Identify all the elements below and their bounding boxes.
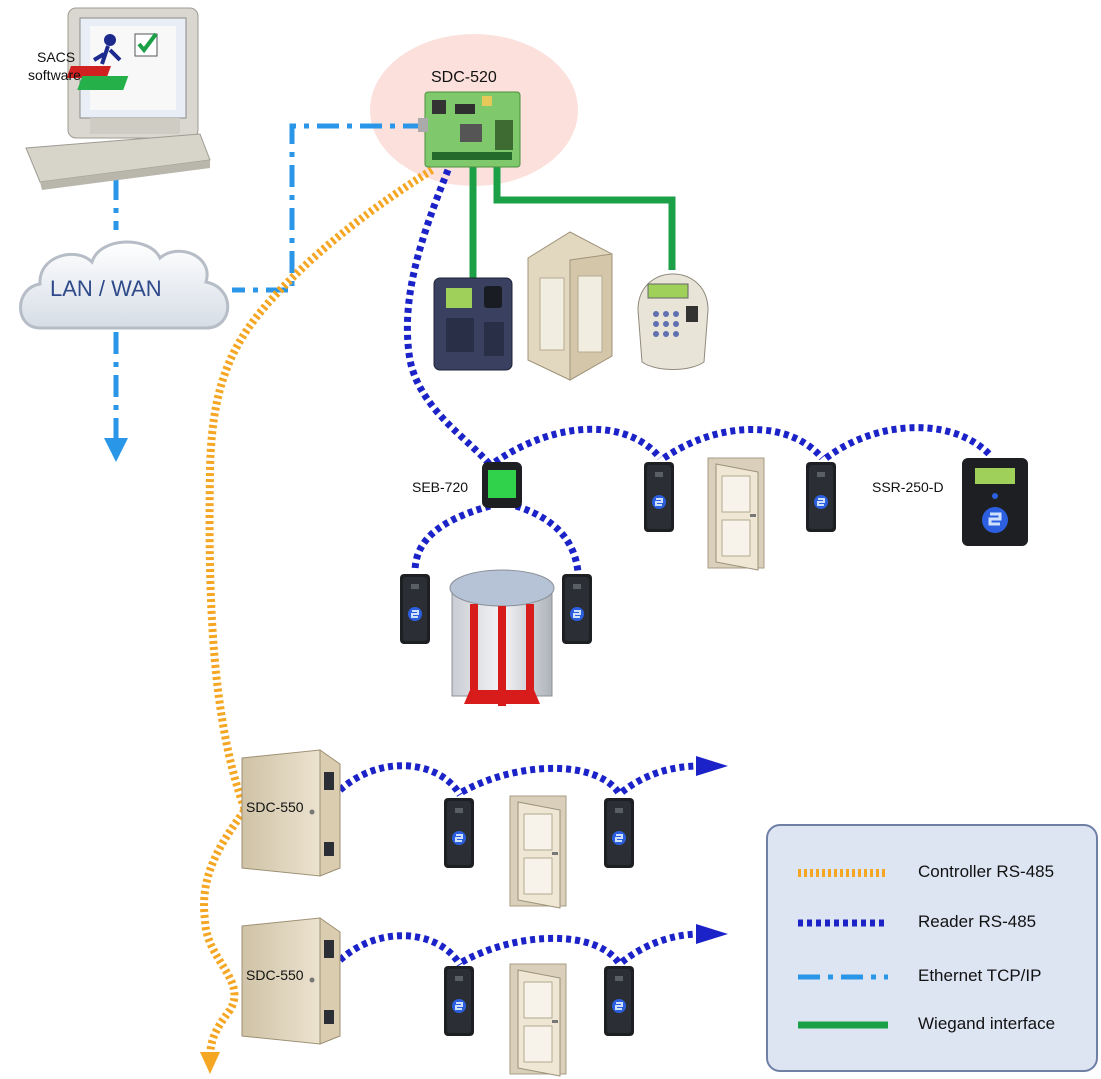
legend-item-reader-rs485: Reader RS-485 bbox=[768, 908, 1096, 938]
software-label-line-1: SACS bbox=[37, 49, 75, 65]
legend-label: Wiegand interface bbox=[918, 1014, 1056, 1033]
card-reader-icon bbox=[805, 461, 837, 533]
fingerprint-terminal-icon bbox=[433, 277, 513, 371]
expansion-board-label: SEB-720 bbox=[412, 479, 468, 495]
card-reader-icon bbox=[561, 573, 593, 645]
wiegand-lines bbox=[469, 166, 676, 285]
revolving-door-icon bbox=[449, 569, 555, 706]
door-icon bbox=[509, 795, 567, 909]
legend-item-ethernet: Ethernet TCP/IP bbox=[768, 962, 1096, 992]
card-reader-icon bbox=[603, 797, 635, 869]
controller-rs485-swatch bbox=[798, 869, 888, 877]
standalone-reader-icon bbox=[962, 458, 1028, 546]
door-controller-2-label: SDC-550 bbox=[246, 967, 304, 983]
software-label-line-2: software bbox=[28, 67, 81, 83]
controller-board-icon bbox=[418, 91, 521, 168]
reader-bus-arrow-2 bbox=[696, 924, 728, 944]
door-controller-1-label: SDC-550 bbox=[246, 799, 304, 815]
controller-rs485-arrow bbox=[200, 1052, 220, 1074]
reader-bus-arrow-1 bbox=[696, 756, 728, 776]
main-controller-label: SDC-520 bbox=[431, 69, 497, 86]
ethernet-swatch bbox=[798, 974, 888, 980]
legend-item-wiegand: Wiegand interface bbox=[768, 1010, 1096, 1040]
legend-label: Controller RS-485 bbox=[918, 862, 1055, 881]
standalone-reader-label: SSR-250-D bbox=[872, 479, 944, 495]
computer-icon bbox=[25, 7, 211, 190]
card-reader-icon bbox=[603, 965, 635, 1037]
reader-rs485-lines bbox=[337, 168, 993, 967]
door-icon bbox=[707, 457, 765, 571]
card-reader-icon bbox=[643, 461, 675, 533]
network-label: LAN / WAN bbox=[50, 276, 162, 301]
legend-item-controller-rs485: Controller RS-485 bbox=[768, 858, 1096, 888]
expansion-board-icon bbox=[482, 462, 522, 508]
legend: Controller RS-485 Reader RS-485 Ethernet… bbox=[766, 824, 1098, 1072]
ethernet-lines bbox=[113, 123, 425, 440]
entry-booth-icon bbox=[527, 231, 613, 381]
legend-label: Reader RS-485 bbox=[918, 912, 1037, 931]
keypad-terminal-icon bbox=[637, 273, 709, 370]
reader-rs485-swatch bbox=[798, 919, 888, 927]
card-reader-icon bbox=[443, 965, 475, 1037]
card-reader-icon bbox=[399, 573, 431, 645]
legend-label: Ethernet TCP/IP bbox=[918, 966, 1042, 985]
wiegand-swatch bbox=[798, 1021, 888, 1029]
cloud-icon bbox=[19, 240, 230, 330]
ethernet-arrow bbox=[104, 438, 128, 462]
card-reader-icon bbox=[443, 797, 475, 869]
door-icon bbox=[509, 963, 567, 1077]
